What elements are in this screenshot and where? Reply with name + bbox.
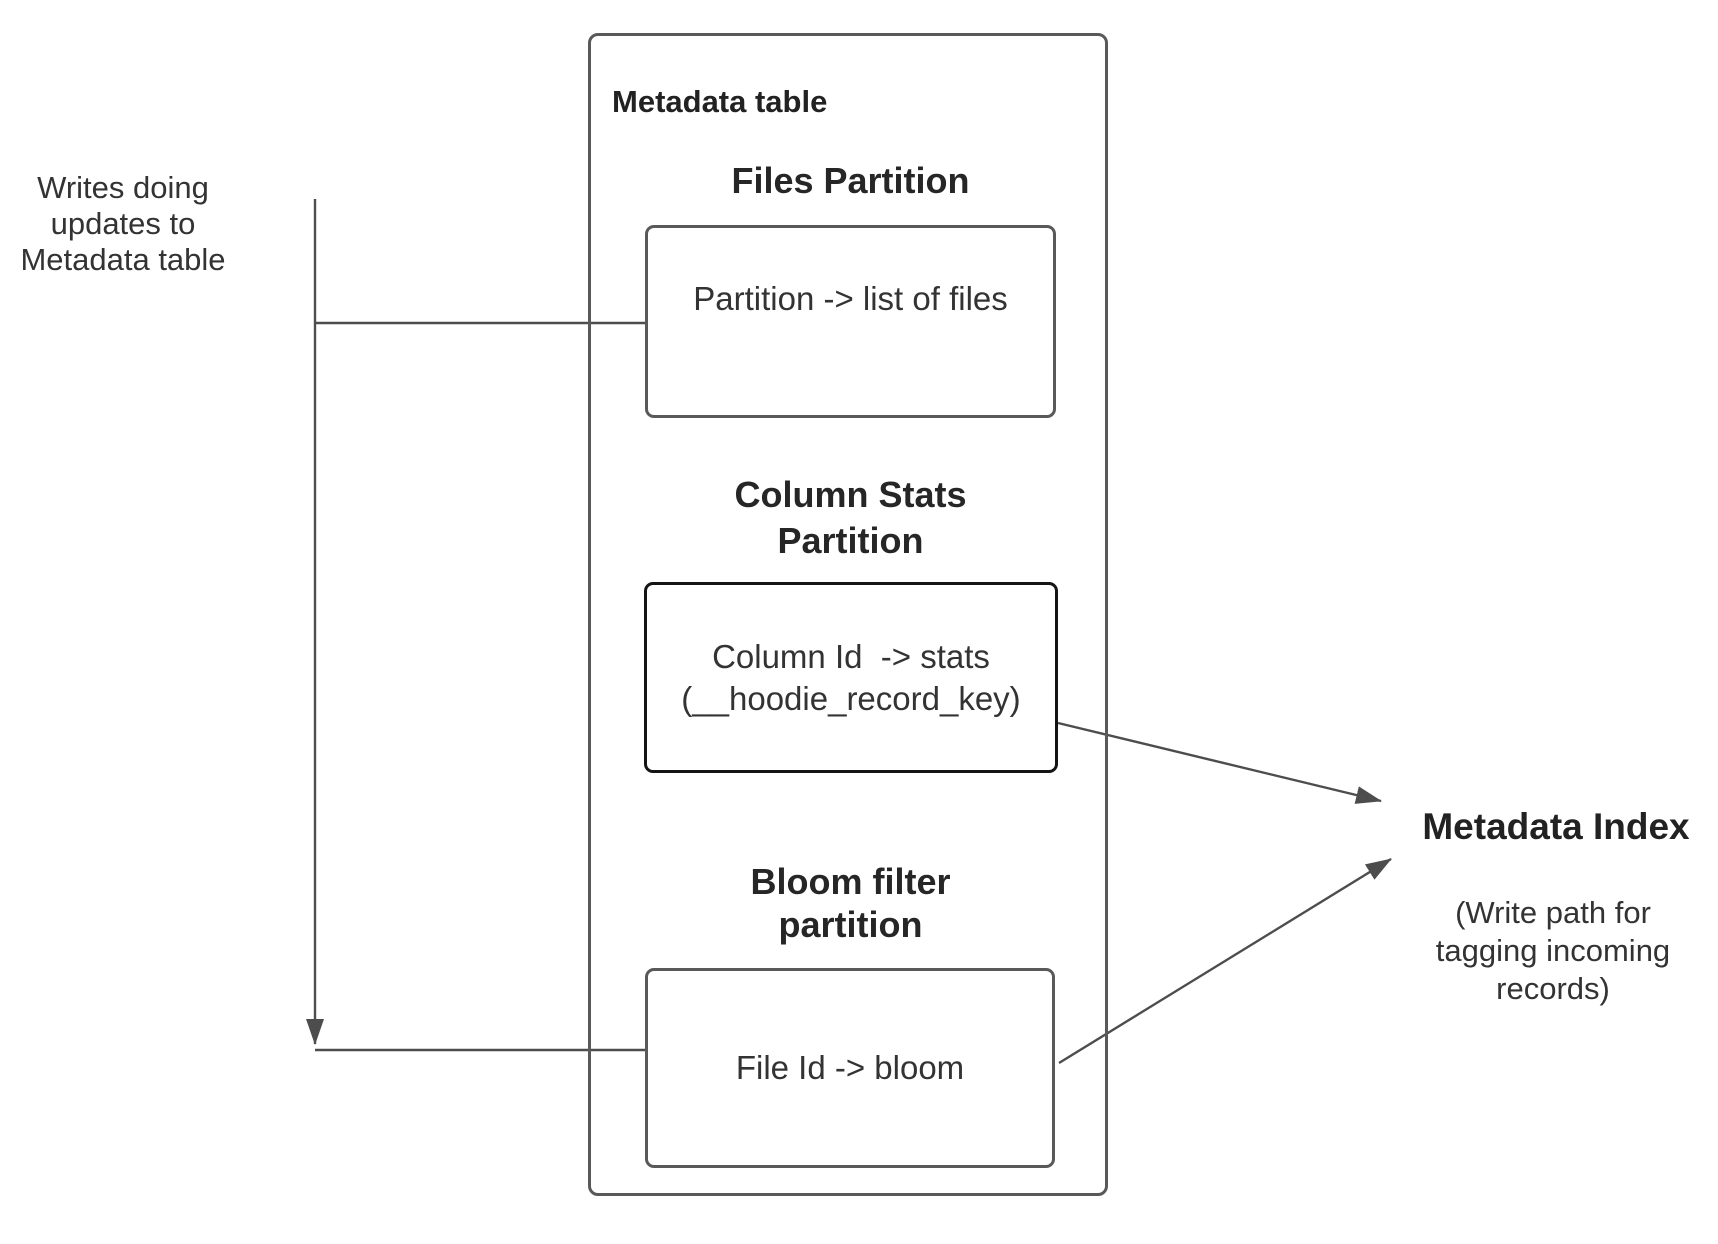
bloom-filter-partition-text: File Id -> bloom <box>735 1049 965 1086</box>
column-stats-partition-text: Column Id -> stats (__hoodie_record_key) <box>681 637 1021 717</box>
files-partition-heading: Files Partition <box>731 160 970 201</box>
metadata-index-title: Metadata Index <box>1422 806 1690 847</box>
metadata-index-subtitle: (Write path for tagging incoming records… <box>1435 895 1671 1006</box>
column-stats-partition-heading: Column Stats Partition <box>734 474 967 561</box>
files-partition-box: Partition -> list of files <box>645 225 1056 418</box>
metadata-table-box <box>588 33 1108 1196</box>
metadata-table-title: Metadata table <box>612 84 828 119</box>
writes-note: Writes doing updates to Metadata table <box>20 170 226 277</box>
column-stats-partition-box: Column Id -> stats (__hoodie_record_key) <box>644 582 1058 773</box>
bloom-filter-partition-heading: Bloom filter partition <box>750 861 951 945</box>
bloom-filter-partition-box: File Id -> bloom <box>645 968 1055 1168</box>
bloom-to-index-arrow <box>1058 857 1392 1065</box>
files-partition-text: Partition -> list of files <box>693 280 1008 317</box>
